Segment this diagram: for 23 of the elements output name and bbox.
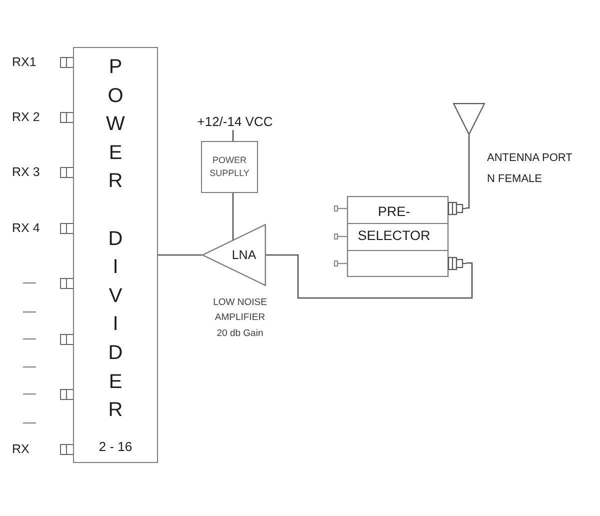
port-label: RX [12, 441, 30, 457]
port-note: ANTENNA PORT N FEMALE [487, 150, 574, 186]
connector-line [266, 254, 473, 299]
caption-text: 20 db Gain [216, 326, 264, 340]
connector-line [466, 135, 470, 209]
connector-line [158, 254, 202, 256]
connector-line [232, 130, 234, 141]
range-label: 2 - 16 [98, 439, 132, 455]
port-label: RX 2 [12, 109, 40, 125]
connector-line [232, 193, 234, 240]
power-supply-box [201, 141, 258, 193]
port-label: RX 4 [12, 220, 40, 236]
antenna-symbol [453, 103, 485, 135]
supply-voltage-label: +12/-14 VCC [197, 114, 273, 130]
port-label: RX 3 [12, 164, 40, 180]
vertical-title: POWER DIVIDER [105, 55, 126, 424]
box-label: POWER SUPPLLY [210, 154, 250, 180]
unit-label: PRE- SELECTOR [358, 203, 430, 245]
amplifier-symbol [202, 224, 266, 286]
caption-text: LOW NOISE AMPLIFIER [212, 296, 268, 325]
port-label: RX1 [12, 54, 36, 70]
preselector-unit [334, 196, 466, 277]
amplifier-label: LNA [232, 247, 256, 263]
